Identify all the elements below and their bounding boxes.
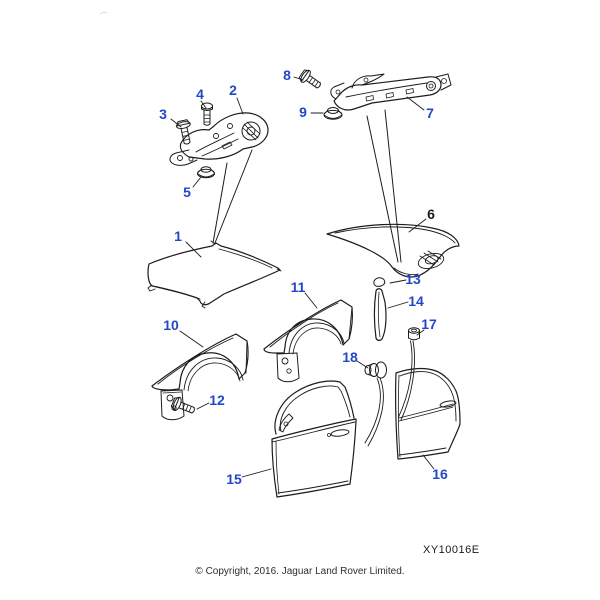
callout-4[interactable]: 4 <box>196 86 204 102</box>
hood-hinge-art <box>169 112 269 166</box>
callout-1[interactable]: 1 <box>174 228 182 244</box>
grommet-17-art <box>408 327 420 341</box>
callout-18[interactable]: 18 <box>342 349 358 365</box>
callout-8[interactable]: 8 <box>283 67 291 83</box>
scan-artifact <box>99 11 108 15</box>
fender-bracket-art <box>330 73 452 111</box>
callout-16[interactable]: 16 <box>432 466 448 482</box>
bolt-8-art <box>298 69 321 89</box>
grommet-18-lead-curve <box>364 377 384 447</box>
front-fender-right-art <box>263 299 353 383</box>
copyright-text: © Copyright, 2016. Jaguar Land Rover Lim… <box>195 566 405 577</box>
callout-12[interactable]: 12 <box>209 392 225 408</box>
grommet-17-lead-curve <box>398 340 415 421</box>
fender-top-panel-art <box>326 223 460 278</box>
front-fender-left-art <box>151 333 249 421</box>
callout-3[interactable]: 3 <box>159 106 167 122</box>
callout-17[interactable]: 17 <box>421 316 437 332</box>
nut-5-art <box>197 166 215 179</box>
callout-2[interactable]: 2 <box>229 82 237 98</box>
bonnet-panel-art <box>147 240 282 309</box>
callout-6: 6 <box>427 206 435 222</box>
grommet-18-art <box>364 361 387 379</box>
callout-13[interactable]: 13 <box>405 271 421 287</box>
bolt-12-art <box>170 396 195 414</box>
pillar-finisher-art <box>373 288 387 341</box>
diagram-code: XY10016E <box>423 544 480 556</box>
projection-lines-bracket-to-panel <box>366 109 402 263</box>
callout-5[interactable]: 5 <box>183 184 191 200</box>
callout-14[interactable]: 14 <box>408 293 424 309</box>
bolt-4-art <box>201 102 213 126</box>
callout-10[interactable]: 10 <box>163 317 179 333</box>
callout-9[interactable]: 9 <box>299 104 307 120</box>
front-door-art <box>271 380 357 498</box>
callout-7[interactable]: 7 <box>426 105 434 121</box>
bolt-3-art <box>175 119 191 145</box>
finisher-cap-art <box>373 277 386 287</box>
nut-9-art <box>323 107 343 120</box>
callout-11[interactable]: 11 <box>290 279 306 295</box>
projection-lines-hinge-to-bonnet <box>212 149 253 244</box>
callout-leader-lines <box>170 76 435 478</box>
callout-15[interactable]: 15 <box>226 471 242 487</box>
rear-door-art <box>395 367 461 460</box>
